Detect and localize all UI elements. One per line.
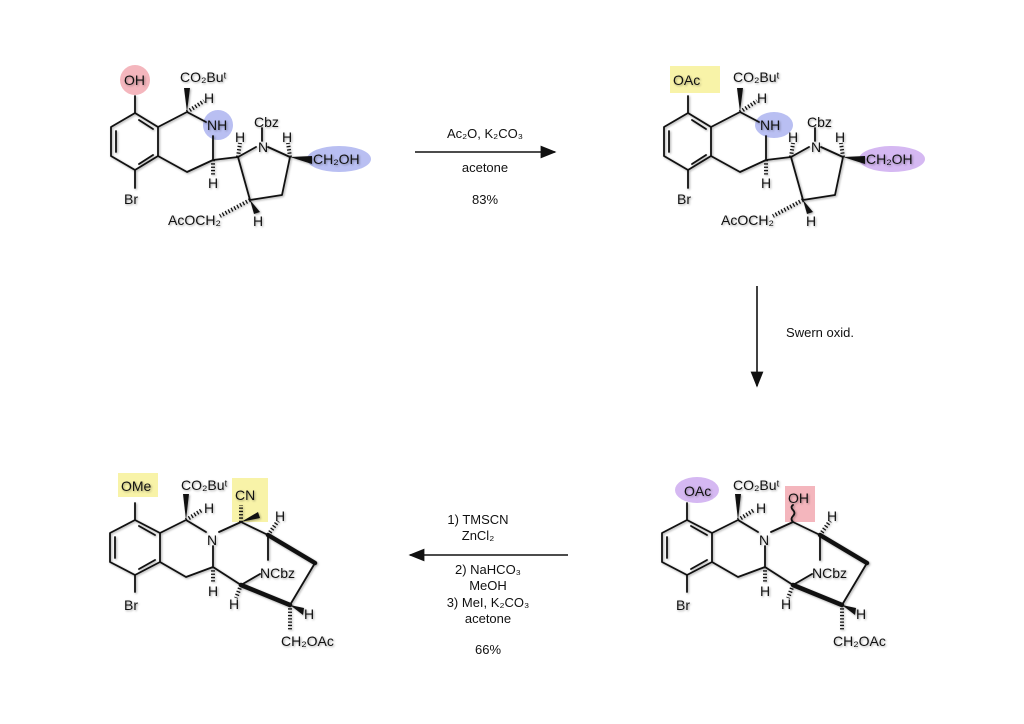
- cn-highlight: [232, 478, 268, 522]
- h-label: H: [788, 129, 798, 145]
- ch2oac-label: CH₂OAc: [281, 633, 334, 649]
- oh-highlight: [785, 486, 815, 522]
- condition-line: acetone: [465, 611, 511, 626]
- h-label: H: [204, 90, 214, 106]
- structure-bonds: [109, 86, 314, 218]
- ncbz-label: NCbz: [812, 565, 847, 581]
- nh-label: NH: [760, 117, 780, 133]
- structure-bonds: [662, 86, 867, 218]
- oh-label: OH: [788, 490, 809, 506]
- oac-label: OAc: [673, 72, 700, 88]
- oac-highlight: [675, 477, 719, 503]
- cbz-label: Cbz: [254, 114, 279, 130]
- h-label: H: [761, 175, 771, 191]
- reagents: Swern oxid.: [786, 325, 854, 340]
- starting-material: OH CO₂Buᵗ H NH Cbz N H H H H CH₂OH Br Ac…: [109, 65, 371, 229]
- ch2oh-label: CH₂OH: [313, 151, 360, 167]
- h-label: H: [760, 583, 770, 599]
- h-label: H: [757, 90, 767, 106]
- ester-label: CO₂Buᵗ: [180, 69, 227, 85]
- h-label: H: [856, 606, 866, 622]
- condition-line: MeOH: [469, 578, 507, 593]
- wedge-bond: [241, 512, 260, 522]
- h-label: H: [282, 129, 292, 145]
- h-label: H: [781, 596, 791, 612]
- nh-label: NH: [207, 117, 227, 133]
- condition-line: 2) NaHCO₃: [455, 562, 521, 577]
- h-label: H: [235, 129, 245, 145]
- n-label: N: [258, 139, 268, 155]
- br-label: Br: [124, 597, 138, 613]
- yield: 66%: [475, 642, 501, 657]
- nh-highlight: [203, 110, 233, 140]
- br-label: Br: [676, 597, 690, 613]
- ester-label: CO₂Buᵗ: [733, 69, 780, 85]
- h-label: H: [208, 175, 218, 191]
- h-label: H: [835, 129, 845, 145]
- solvent: acetone: [462, 160, 508, 175]
- br-label: Br: [124, 191, 138, 207]
- br-label: Br: [677, 191, 691, 207]
- ch2oac-label: CH₂OAc: [833, 633, 886, 649]
- h-label: H: [204, 500, 214, 516]
- oh-label: OH: [124, 72, 145, 88]
- condition-line: 1) TMSCN: [447, 512, 508, 527]
- ncbz-label: NCbz: [260, 565, 295, 581]
- ome-label: OMe: [121, 478, 152, 494]
- condition-line: 3) MeI, K₂CO₃: [447, 595, 530, 610]
- step1: Ac₂O, K₂CO₃ acetone 83%: [415, 126, 557, 207]
- oac-highlight: [670, 66, 720, 93]
- ome-highlight: [118, 473, 158, 497]
- h-label: H: [304, 606, 314, 622]
- nh-highlight: [755, 112, 793, 138]
- n-label: N: [207, 532, 217, 548]
- ch2oh-label: CH₂OH: [866, 151, 913, 167]
- h-label: H: [827, 508, 837, 524]
- ester-label: CO₂Buᵗ: [733, 477, 780, 493]
- aminonitrile-product: OMe CO₂Buᵗ CN H N H NCbz H H H Br CH₂OAc: [110, 473, 334, 649]
- step3: 1) TMSCN ZnCl₂ 2) NaHCO₃ MeOH 3) MeI, K₂…: [408, 512, 568, 657]
- n-label: N: [811, 139, 821, 155]
- cbz-label: Cbz: [807, 114, 832, 130]
- oac-label: OAc: [684, 483, 711, 499]
- h-label: H: [208, 583, 218, 599]
- h-label: H: [756, 500, 766, 516]
- ch2oh-highlight: [859, 146, 925, 172]
- acoch2-label: AcOCH₂: [721, 212, 774, 228]
- h-label: H: [806, 213, 816, 229]
- h-label: H: [229, 596, 239, 612]
- h-label: H: [275, 508, 285, 524]
- reagents: Ac₂O, K₂CO₃: [447, 126, 523, 141]
- wavy-bond: [790, 504, 796, 523]
- yield: 83%: [472, 192, 498, 207]
- step2: Swern oxid.: [750, 286, 854, 388]
- oh-highlight: [120, 65, 150, 95]
- acoch2-label: AcOCH₂: [168, 212, 221, 228]
- n-label: N: [759, 532, 769, 548]
- h-label: H: [253, 213, 263, 229]
- ester-label: CO₂Buᵗ: [181, 477, 228, 493]
- cn-label: CN: [235, 487, 255, 503]
- condition-line: ZnCl₂: [462, 528, 495, 543]
- aldehyde-aminal-product: OAc CO₂Buᵗ OH H N H NCbz H H H Br CH₂OAc: [662, 477, 886, 649]
- acetylated-product: OAc CO₂Buᵗ H NH Cbz N H H H H CH₂OH Br A…: [662, 66, 925, 229]
- ch2oh-highlight: [307, 146, 371, 172]
